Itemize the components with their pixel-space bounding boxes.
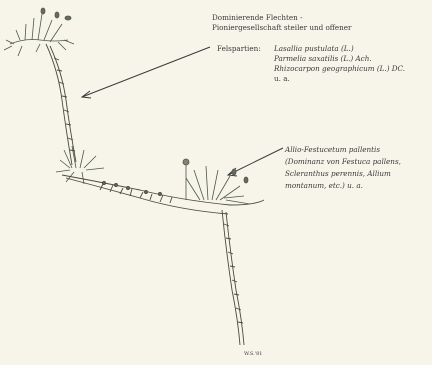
label-pioneer-line2: Pioniergesellschaft steiler und offener — [212, 23, 352, 32]
upper-rock-stem — [46, 44, 76, 165]
species-item: Rhizocarpon geographicum (L.) DC. — [274, 64, 405, 73]
lichen-cluster-top — [4, 8, 74, 56]
label-dominance-line: Scleranthus perennis, Allium — [285, 169, 391, 178]
species-item: Parmelia saxatilis (L.) Ach. — [274, 54, 372, 63]
label-pioneer-line1: Dominierende Flechten - — [212, 13, 303, 22]
lower-rock-stem — [222, 210, 244, 345]
label-dominance-line: (Dominanz von Festuca pallens, — [285, 157, 401, 166]
label-felspartien: Felspartien: — [217, 44, 261, 53]
species-item: u. a. — [274, 74, 290, 83]
label-dominance-line: montanum, etc.) u. a. — [285, 181, 363, 190]
label-association: Allio-Festucetum pallentis — [285, 145, 380, 154]
arrow-to-upper-slope — [82, 47, 210, 98]
artist-signature: W.S.'81 — [244, 350, 262, 359]
species-item: Lasallia pustulata (L.) — [274, 44, 354, 53]
grass-tuft-festuca — [183, 159, 250, 204]
slope-ledge — [62, 175, 264, 214]
